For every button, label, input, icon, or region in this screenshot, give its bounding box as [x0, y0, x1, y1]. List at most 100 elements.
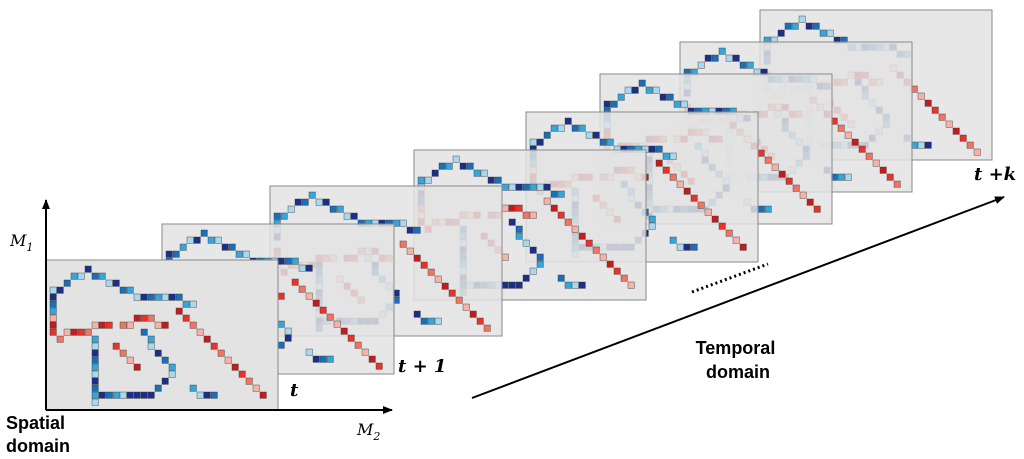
- network-cell: [501, 204, 509, 212]
- network-cell: [420, 261, 428, 269]
- network-cell: [669, 236, 677, 244]
- network-cell: [91, 370, 99, 378]
- network-cell: [799, 191, 807, 199]
- network-cell: [683, 243, 691, 251]
- network-cell: [112, 342, 120, 350]
- network-cell: [578, 281, 586, 289]
- network-cell: [624, 86, 632, 94]
- network-cell: [70, 272, 78, 280]
- network-cell: [434, 275, 442, 283]
- network-cell: [119, 286, 127, 294]
- network-cell: [771, 163, 779, 171]
- network-cell: [529, 138, 537, 146]
- network-cell: [189, 321, 197, 329]
- network-cell: [599, 253, 607, 261]
- network-cell: [298, 264, 306, 272]
- x-axis-label: M2: [356, 420, 380, 443]
- network-cell: [91, 342, 99, 350]
- network-cell: [119, 391, 127, 399]
- network-cell: [168, 370, 176, 378]
- network-cell: [844, 131, 852, 139]
- network-cell: [196, 391, 204, 399]
- network-cell: [326, 313, 334, 321]
- frame-label-t: t: [290, 380, 299, 401]
- network-cell: [91, 363, 99, 371]
- network-cell: [91, 356, 99, 364]
- network-cell: [245, 377, 253, 385]
- network-cell: [147, 293, 155, 301]
- network-cell: [931, 106, 939, 114]
- network-cell: [662, 152, 670, 160]
- network-cell: [550, 124, 558, 132]
- network-cell: [431, 169, 439, 177]
- network-cell: [126, 321, 134, 329]
- network-cell: [291, 278, 299, 286]
- network-cell: [550, 204, 558, 212]
- network-cell: [610, 100, 618, 108]
- network-cell: [536, 260, 544, 268]
- network-cell: [154, 384, 162, 392]
- network-cell: [189, 384, 197, 392]
- network-cell: [711, 54, 719, 62]
- network-cell: [119, 321, 127, 329]
- network-cell: [154, 349, 162, 357]
- network-cell: [49, 300, 57, 308]
- network-cell: [133, 391, 141, 399]
- network-cell: [399, 240, 407, 248]
- network-cell: [483, 324, 491, 332]
- network-cell: [865, 152, 873, 160]
- network-cell: [84, 265, 92, 273]
- network-cell: [648, 215, 656, 223]
- network-cell: [291, 257, 299, 265]
- network-cell: [140, 293, 148, 301]
- network-cell: [354, 341, 362, 349]
- network-cell: [476, 317, 484, 325]
- network-cell: [777, 29, 785, 37]
- network-cell: [350, 212, 358, 220]
- network-cell: [368, 355, 376, 363]
- network-cell: [648, 145, 656, 153]
- network-cell: [550, 190, 558, 198]
- network-cell: [154, 293, 162, 301]
- network-cell: [49, 307, 57, 315]
- network-cell: [757, 205, 765, 213]
- network-cell: [91, 272, 99, 280]
- network-cell: [168, 293, 176, 301]
- network-cell: [105, 279, 113, 287]
- network-cell: [259, 391, 267, 399]
- network-cell: [112, 391, 120, 399]
- network-cell: [200, 229, 208, 237]
- network-cell: [91, 349, 99, 357]
- network-cell: [277, 341, 285, 349]
- network-cell: [529, 211, 537, 219]
- network-cell: [631, 86, 639, 94]
- network-cell: [571, 281, 579, 289]
- network-cell: [697, 201, 705, 209]
- network-cell: [77, 272, 85, 280]
- network-cell: [77, 328, 85, 336]
- network-cell: [585, 131, 593, 139]
- frame-label-t-plus-k: t +k: [974, 164, 1016, 185]
- network-cell: [284, 334, 292, 342]
- network-cell: [49, 314, 57, 322]
- network-cell: [792, 184, 800, 192]
- network-cell: [207, 236, 215, 244]
- network-cell: [879, 166, 887, 174]
- network-cell: [655, 145, 663, 153]
- network-cell: [161, 356, 169, 364]
- network-cell: [189, 300, 197, 308]
- network-cell: [210, 342, 218, 350]
- network-cell: [739, 243, 747, 251]
- network-cell: [917, 92, 925, 100]
- network-cell: [515, 225, 523, 233]
- network-cell: [872, 159, 880, 167]
- network-cell: [459, 162, 467, 170]
- network-cell: [578, 124, 586, 132]
- network-cell: [231, 363, 239, 371]
- network-cell: [508, 183, 516, 191]
- network-cell: [508, 204, 516, 212]
- network-cell: [49, 328, 57, 336]
- network-cell: [399, 219, 407, 227]
- network-cell: [704, 208, 712, 216]
